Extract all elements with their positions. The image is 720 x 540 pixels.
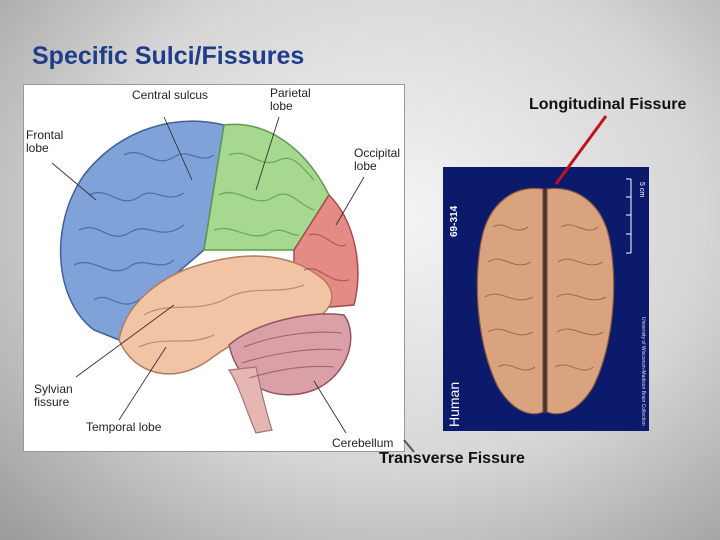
superior-gyri-texture (484, 224, 607, 371)
scale-label: 5 cm (638, 182, 645, 198)
label-occipital-lobe: Occipital lobe (354, 146, 401, 173)
occipital-gyri-texture (303, 233, 350, 282)
right-hemisphere (546, 187, 615, 415)
frontal-gyri-texture (73, 152, 215, 305)
temporal-gyri-texture (138, 284, 305, 348)
lateral-brain-diagram: Central sulcus Parietal lobe Frontal lob… (23, 84, 405, 452)
cerebellum-folia-texture (241, 331, 343, 379)
superior-brain-photo: 69-314 Human 5 cm University of Wisconsi… (443, 167, 649, 431)
label-sylvian-fissure: Sylvian fissure (34, 382, 73, 409)
label-parietal-lobe: Parietal lobe (270, 86, 311, 113)
scale-bar (626, 178, 632, 254)
brainstem-region (227, 366, 273, 434)
longitudinal-fissure-callout: Longitudinal Fissure (529, 96, 687, 113)
specimen-id: 69-314 (449, 205, 460, 237)
label-temporal-lobe: Temporal lobe (86, 420, 162, 434)
lateral-brain-illustration (51, 116, 365, 434)
label-leader-lines (51, 116, 365, 434)
label-frontal-lobe: Frontal lobe (26, 128, 64, 155)
label-cerebellum: Cerebellum (332, 436, 394, 450)
parietal-gyri-texture (213, 152, 315, 237)
left-hemisphere (476, 187, 544, 415)
superior-brain-illustration (476, 178, 632, 415)
species-label: Human (446, 381, 462, 427)
label-central-sulcus: Central sulcus (132, 88, 209, 102)
photo-credit: University of Wisconsin-Madison Brain Co… (640, 317, 646, 426)
transverse-fissure-callout: Transverse Fissure (379, 450, 525, 467)
temporal-lobe-region (118, 255, 333, 375)
slide-title: Specific Sulci/Fissures (32, 42, 305, 70)
